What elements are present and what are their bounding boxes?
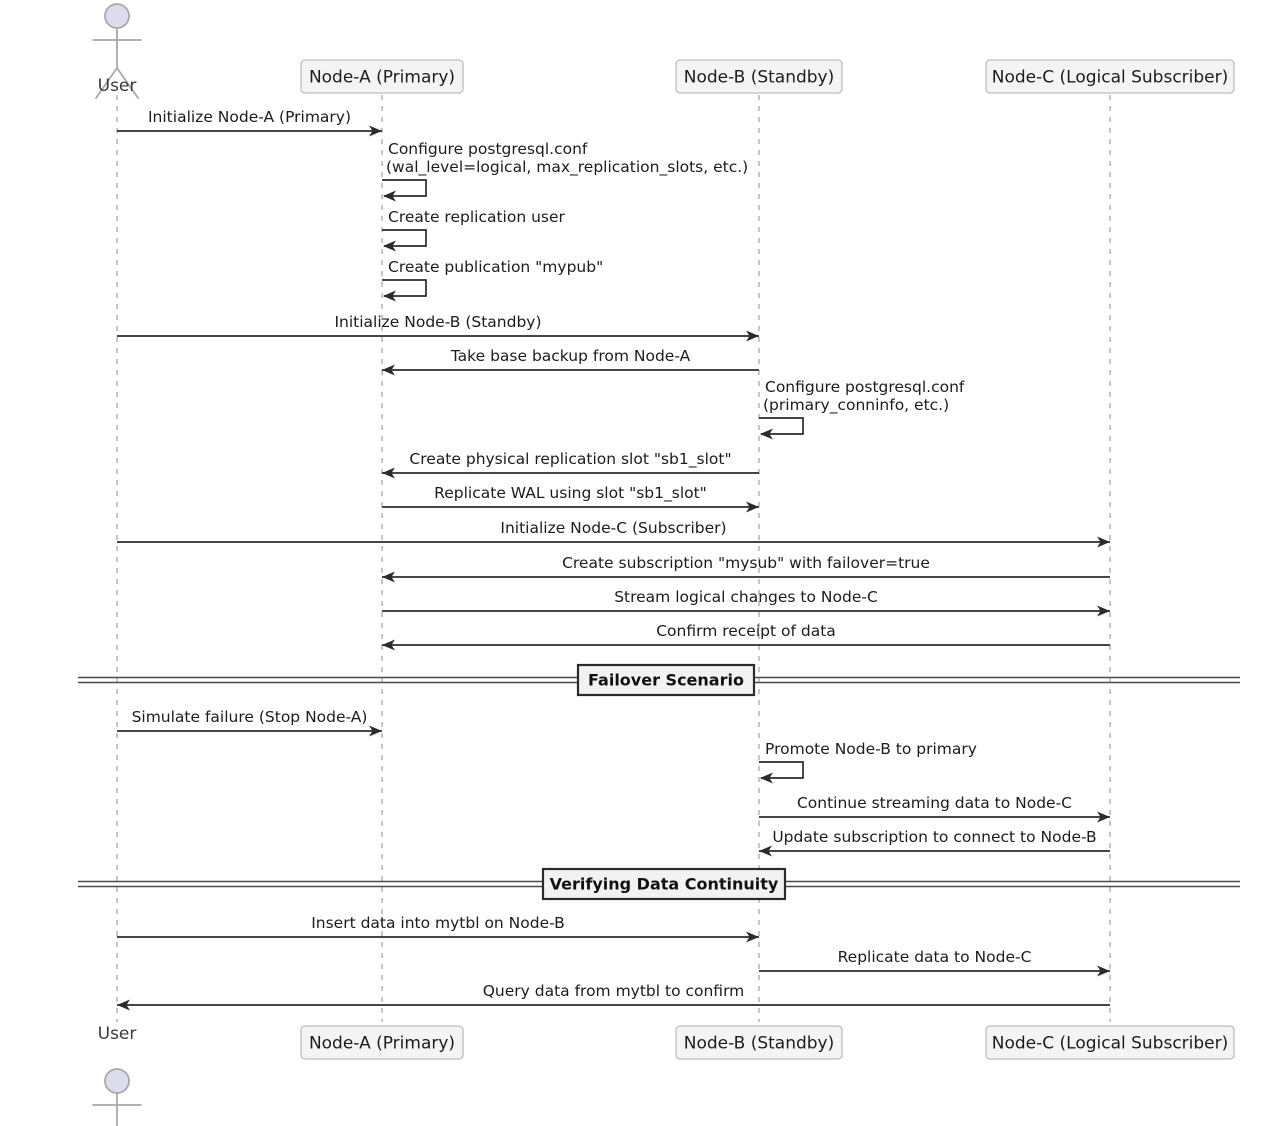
arrowhead-icon bbox=[746, 931, 759, 943]
divider-d2: Verifying Data Continuity bbox=[78, 867, 1240, 901]
message-label-line2: (wal_level=logical, max_replication_slot… bbox=[386, 158, 748, 177]
message-label: Configure postgresql.conf bbox=[765, 378, 965, 396]
arrowhead-icon bbox=[1097, 605, 1110, 617]
message-m20: Query data from mytbl to confirm bbox=[117, 982, 1110, 1011]
participants-top-layer: User Node-A (Primary) Node-B (Standby) Node… bbox=[92, 3, 1235, 99]
message-label: Simulate failure (Stop Node-A) bbox=[132, 708, 368, 726]
participant-label: Node-B (Standby) bbox=[684, 1034, 835, 1054]
message-m10: Initialize Node-C (Subscriber) bbox=[117, 519, 1110, 548]
message-label-line2: (primary_conninfo, etc.) bbox=[763, 396, 949, 415]
arrowhead-icon bbox=[1097, 811, 1110, 823]
message-m15: Promote Node-B to primary bbox=[759, 740, 977, 784]
message-m9: Replicate WAL using slot "sb1_slot" bbox=[382, 484, 759, 513]
participant-nodeA-top[interactable]: Node-A (Primary) bbox=[300, 59, 464, 94]
participant-label: Node-A (Primary) bbox=[309, 68, 455, 88]
participant-label: Node-C (Logical Subscriber) bbox=[992, 1034, 1229, 1054]
message-label: Create publication "mypub" bbox=[388, 258, 603, 276]
divider-box bbox=[576, 663, 756, 697]
arrowhead-icon bbox=[383, 290, 396, 302]
arrowhead-icon bbox=[1097, 536, 1110, 548]
message-label: Initialize Node-B (Standby) bbox=[334, 313, 541, 331]
arrowhead-icon bbox=[382, 364, 395, 376]
message-label: Query data from mytbl to confirm bbox=[483, 982, 745, 1000]
arrowhead-icon bbox=[382, 571, 395, 583]
arrowhead-icon bbox=[760, 428, 773, 440]
message-m6: Take base backup from Node-A bbox=[382, 347, 759, 376]
arrowhead-icon bbox=[383, 190, 396, 202]
participant-nodeC-bottom[interactable]: Node-C (Logical Subscriber) bbox=[985, 1025, 1235, 1060]
participant-nodeB-top[interactable]: Node-B (Standby) bbox=[675, 59, 843, 94]
arrowhead-icon bbox=[746, 501, 759, 513]
message-m7: Configure postgresql.conf(primary_connin… bbox=[759, 378, 965, 440]
message-m8: Create physical replication slot "sb1_sl… bbox=[382, 450, 759, 479]
message-label: Promote Node-B to primary bbox=[765, 740, 977, 758]
actor-label-top: User bbox=[98, 76, 137, 96]
participant-box bbox=[675, 1025, 843, 1060]
message-label: Update subscription to connect to Node-B bbox=[772, 828, 1096, 846]
message-label: Continue streaming data to Node-C bbox=[797, 794, 1072, 812]
participant-nodeA-bottom[interactable]: Node-A (Primary) bbox=[300, 1025, 464, 1060]
message-label: Configure postgresql.conf bbox=[388, 140, 588, 158]
participant-nodeC-top[interactable]: Node-C (Logical Subscriber) bbox=[985, 59, 1235, 94]
divider-label: Verifying Data Continuity bbox=[550, 875, 779, 894]
message-m3: Create replication user bbox=[382, 208, 566, 252]
message-m13: Confirm receipt of data bbox=[382, 622, 1110, 651]
message-label: Stream logical changes to Node-C bbox=[614, 588, 878, 606]
arrowhead-icon bbox=[369, 725, 382, 737]
message-label: Create subscription "mysub" with failove… bbox=[562, 554, 930, 572]
message-label: Create replication user bbox=[388, 208, 566, 226]
participant-box bbox=[300, 59, 464, 94]
arrowhead-icon bbox=[382, 467, 395, 479]
arrowhead-icon bbox=[1097, 965, 1110, 977]
participant-box bbox=[985, 59, 1235, 94]
message-m17: Update subscription to connect to Node-B bbox=[759, 828, 1110, 857]
participant-box bbox=[300, 1025, 464, 1060]
message-label: Initialize Node-C (Subscriber) bbox=[500, 519, 726, 537]
participant-label: Node-A (Primary) bbox=[309, 1034, 455, 1054]
arrowhead-icon bbox=[369, 125, 382, 137]
participant-box bbox=[675, 59, 843, 94]
message-label: Create physical replication slot "sb1_sl… bbox=[409, 450, 731, 469]
message-label: Take base backup from Node-A bbox=[450, 347, 691, 365]
message-m19: Replicate data to Node-C bbox=[759, 948, 1110, 977]
arrowhead-icon bbox=[759, 845, 772, 857]
participant-label: Node-B (Standby) bbox=[684, 68, 835, 88]
divider-box bbox=[541, 867, 787, 901]
divider-d1: Failover Scenario bbox=[78, 663, 1240, 697]
messages-layer: Initialize Node-A (Primary) Configure pos… bbox=[117, 108, 1110, 1011]
arrowhead-icon bbox=[746, 330, 759, 342]
arrowhead-icon bbox=[383, 240, 396, 252]
message-m2: Configure postgresql.conf(wal_level=logi… bbox=[382, 140, 748, 202]
arrowhead-icon bbox=[382, 639, 395, 651]
participant-nodeB-bottom[interactable]: Node-B (Standby) bbox=[675, 1025, 843, 1060]
message-m11: Create subscription "mysub" with failove… bbox=[382, 554, 1110, 583]
actor-user-top: User bbox=[92, 3, 142, 99]
actor-head-icon bbox=[104, 3, 130, 29]
actor-head-icon bbox=[104, 1068, 130, 1094]
message-m5: Initialize Node-B (Standby) bbox=[117, 313, 759, 342]
arrowhead-icon bbox=[760, 772, 773, 784]
actor-label-bottom: User bbox=[98, 1024, 137, 1044]
message-m1: Initialize Node-A (Primary) bbox=[117, 108, 382, 137]
message-m14: Simulate failure (Stop Node-A) bbox=[117, 708, 382, 737]
arrowhead-icon bbox=[117, 999, 130, 1011]
actor-user-bottom: User bbox=[92, 1024, 142, 1126]
participant-box bbox=[985, 1025, 1235, 1060]
message-label: Replicate WAL using slot "sb1_slot" bbox=[434, 484, 707, 503]
divider-label: Failover Scenario bbox=[588, 671, 744, 690]
lifelines-layer bbox=[116, 95, 1111, 1022]
message-label: Initialize Node-A (Primary) bbox=[148, 108, 351, 126]
message-label: Replicate data to Node-C bbox=[838, 948, 1032, 966]
message-m4: Create publication "mypub" bbox=[382, 258, 603, 302]
message-m16: Continue streaming data to Node-C bbox=[759, 794, 1110, 823]
message-label: Confirm receipt of data bbox=[656, 622, 836, 640]
message-label: Insert data into mytbl on Node-B bbox=[311, 914, 565, 932]
message-m12: Stream logical changes to Node-C bbox=[382, 588, 1110, 617]
message-m18: Insert data into mytbl on Node-B bbox=[117, 914, 759, 943]
participant-label: Node-C (Logical Subscriber) bbox=[992, 68, 1229, 88]
